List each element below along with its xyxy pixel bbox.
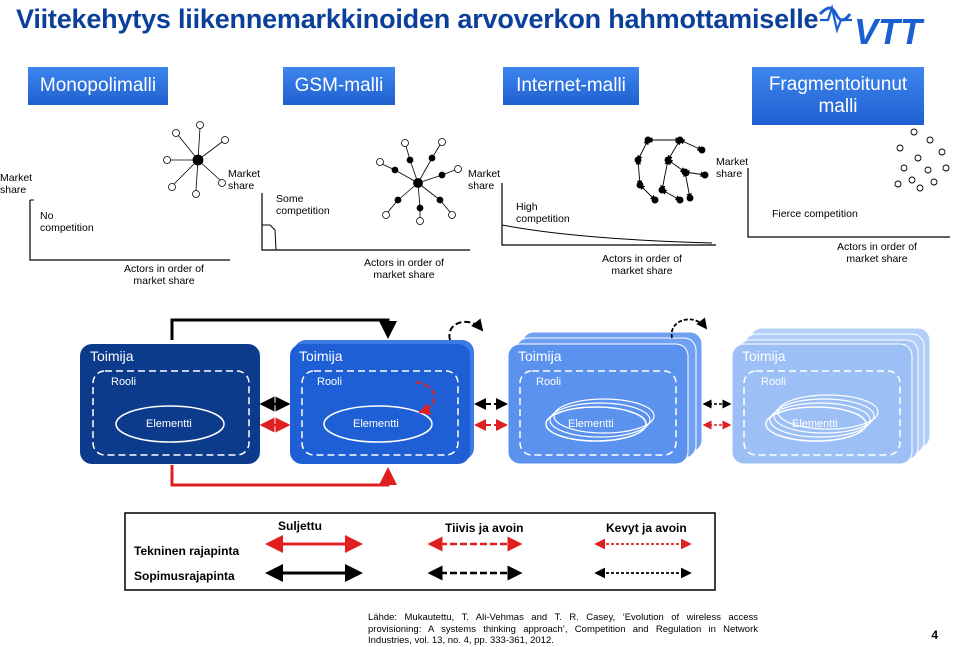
competition-label-1: No competition: [40, 210, 110, 234]
element-label-3: Elementti: [568, 418, 614, 430]
role-label-4: Rooli: [761, 376, 786, 388]
page-number: 4: [931, 628, 938, 642]
loop-arrow-gsm: [449, 322, 482, 340]
x-axis-label-3: Actors in order of market share: [596, 253, 688, 277]
closed-contract-loop: [172, 320, 388, 340]
connectors-2-3: [476, 404, 506, 425]
connectors-3-4: [704, 404, 730, 425]
actor-label-3: Toimija: [518, 348, 562, 364]
competition-label-4: Fierce competition: [772, 208, 882, 220]
mesh-network-internet: [635, 137, 708, 203]
star-network-monopoly: [164, 122, 229, 198]
x-axis-label-4: Actors in order of market share: [832, 241, 922, 265]
scattered-nodes-fragmented: [895, 129, 949, 191]
actor-label-4: Toimija: [742, 348, 786, 364]
actor-label-2: Toimija: [299, 348, 343, 364]
competition-label-3: High competition: [516, 201, 582, 225]
role-label-1: Rooli: [111, 376, 136, 388]
element-label-1: Elementti: [146, 418, 192, 430]
legend-row-contract: Sopimusrajapinta: [134, 569, 235, 583]
y-axis-label-2: Market share: [228, 168, 264, 192]
legend-col-light-open: Kevyt ja avoin: [606, 521, 687, 535]
star-network-gsm: [377, 139, 462, 225]
role-label-2: Rooli: [317, 376, 342, 388]
closed-technical-loop: [172, 465, 388, 485]
legend-col-tight-open: Tiivis ja avoin: [445, 521, 523, 535]
element-label-4: Elementti: [792, 418, 838, 430]
x-axis-label-2: Actors in order of market share: [358, 257, 450, 281]
chart-fragmented: [748, 168, 950, 237]
competition-label-2: Some competition: [276, 193, 346, 217]
x-axis-label-1: Actors in order of market share: [118, 263, 210, 287]
role-label-3: Rooli: [536, 376, 561, 388]
y-axis-label-4: Market share: [716, 156, 752, 180]
y-axis-label-3: Market share: [468, 168, 504, 192]
connectors-1-2: [262, 404, 288, 425]
legend-col-closed: Suljettu: [278, 519, 322, 533]
actor-label-1: Toimija: [90, 348, 134, 364]
y-axis-label-1: Market share: [0, 172, 36, 196]
source-citation: Lähde: Mukautettu, T. Ali-Vehmas and T. …: [368, 612, 758, 647]
legend-row-technical: Tekninen rajapinta: [134, 544, 239, 558]
element-label-2: Elementti: [353, 418, 399, 430]
